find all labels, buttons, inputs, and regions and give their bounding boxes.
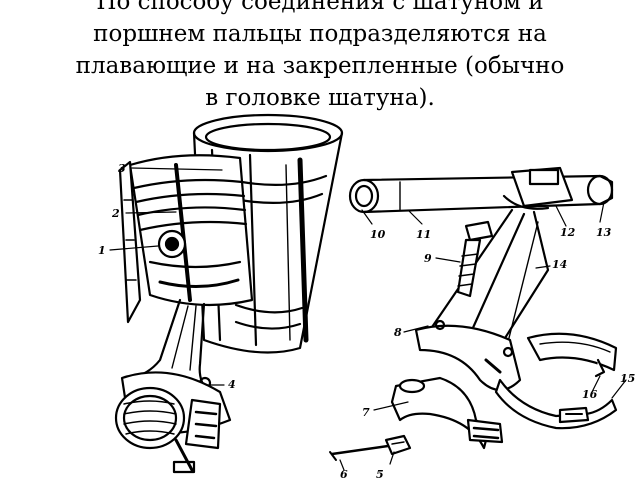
wrist-pin-bolt xyxy=(456,220,494,298)
cylinder-liner xyxy=(192,113,344,354)
callout-label-4: 4 xyxy=(228,378,236,391)
piston-skirt-rail xyxy=(118,160,142,324)
piston-pin xyxy=(348,174,614,214)
lower-shell-right xyxy=(494,378,618,430)
small-end xyxy=(502,166,574,210)
heading-line-3: плавающие и на закрепленные (обычно xyxy=(75,53,565,79)
piston xyxy=(128,154,254,307)
callout-label-3: 3 xyxy=(118,162,126,175)
callout-label-15: 15 xyxy=(620,372,635,385)
heading-line-4: в головке шатуна). xyxy=(205,85,435,111)
callout-label-5: 5 xyxy=(376,468,384,480)
heading-line-1: По способу соединения с шатуном и xyxy=(96,0,544,15)
callout-label-12: 12 xyxy=(560,226,576,239)
callout-label-16: 16 xyxy=(582,388,598,401)
callout-label-10: 10 xyxy=(370,228,386,241)
upper-shell-right xyxy=(526,332,618,378)
bolt-and-nut xyxy=(329,434,412,461)
slide-heading: По способу соединения с шатуном и поршне… xyxy=(0,0,640,114)
heading-line-2: поршнем пальцы подразделяются на xyxy=(93,21,547,47)
leader-lines xyxy=(109,167,627,471)
callout-label-7: 7 xyxy=(362,406,370,419)
lower-cap-left xyxy=(390,376,504,450)
callout-label-11: 11 xyxy=(416,228,431,241)
callout-label-9: 9 xyxy=(424,252,432,265)
left-connecting-rod xyxy=(114,298,232,474)
callout-label-13: 13 xyxy=(596,226,612,239)
callout-label-14: 14 xyxy=(552,258,567,271)
callout-labels: 3 2 1 4 5 6 7 8 9 10 11 12 13 14 15 16 xyxy=(98,162,635,480)
callout-label-1: 1 xyxy=(98,244,106,257)
callout-label-2: 2 xyxy=(111,207,120,220)
callout-label-6: 6 xyxy=(340,468,348,480)
callout-label-8: 8 xyxy=(394,326,402,339)
